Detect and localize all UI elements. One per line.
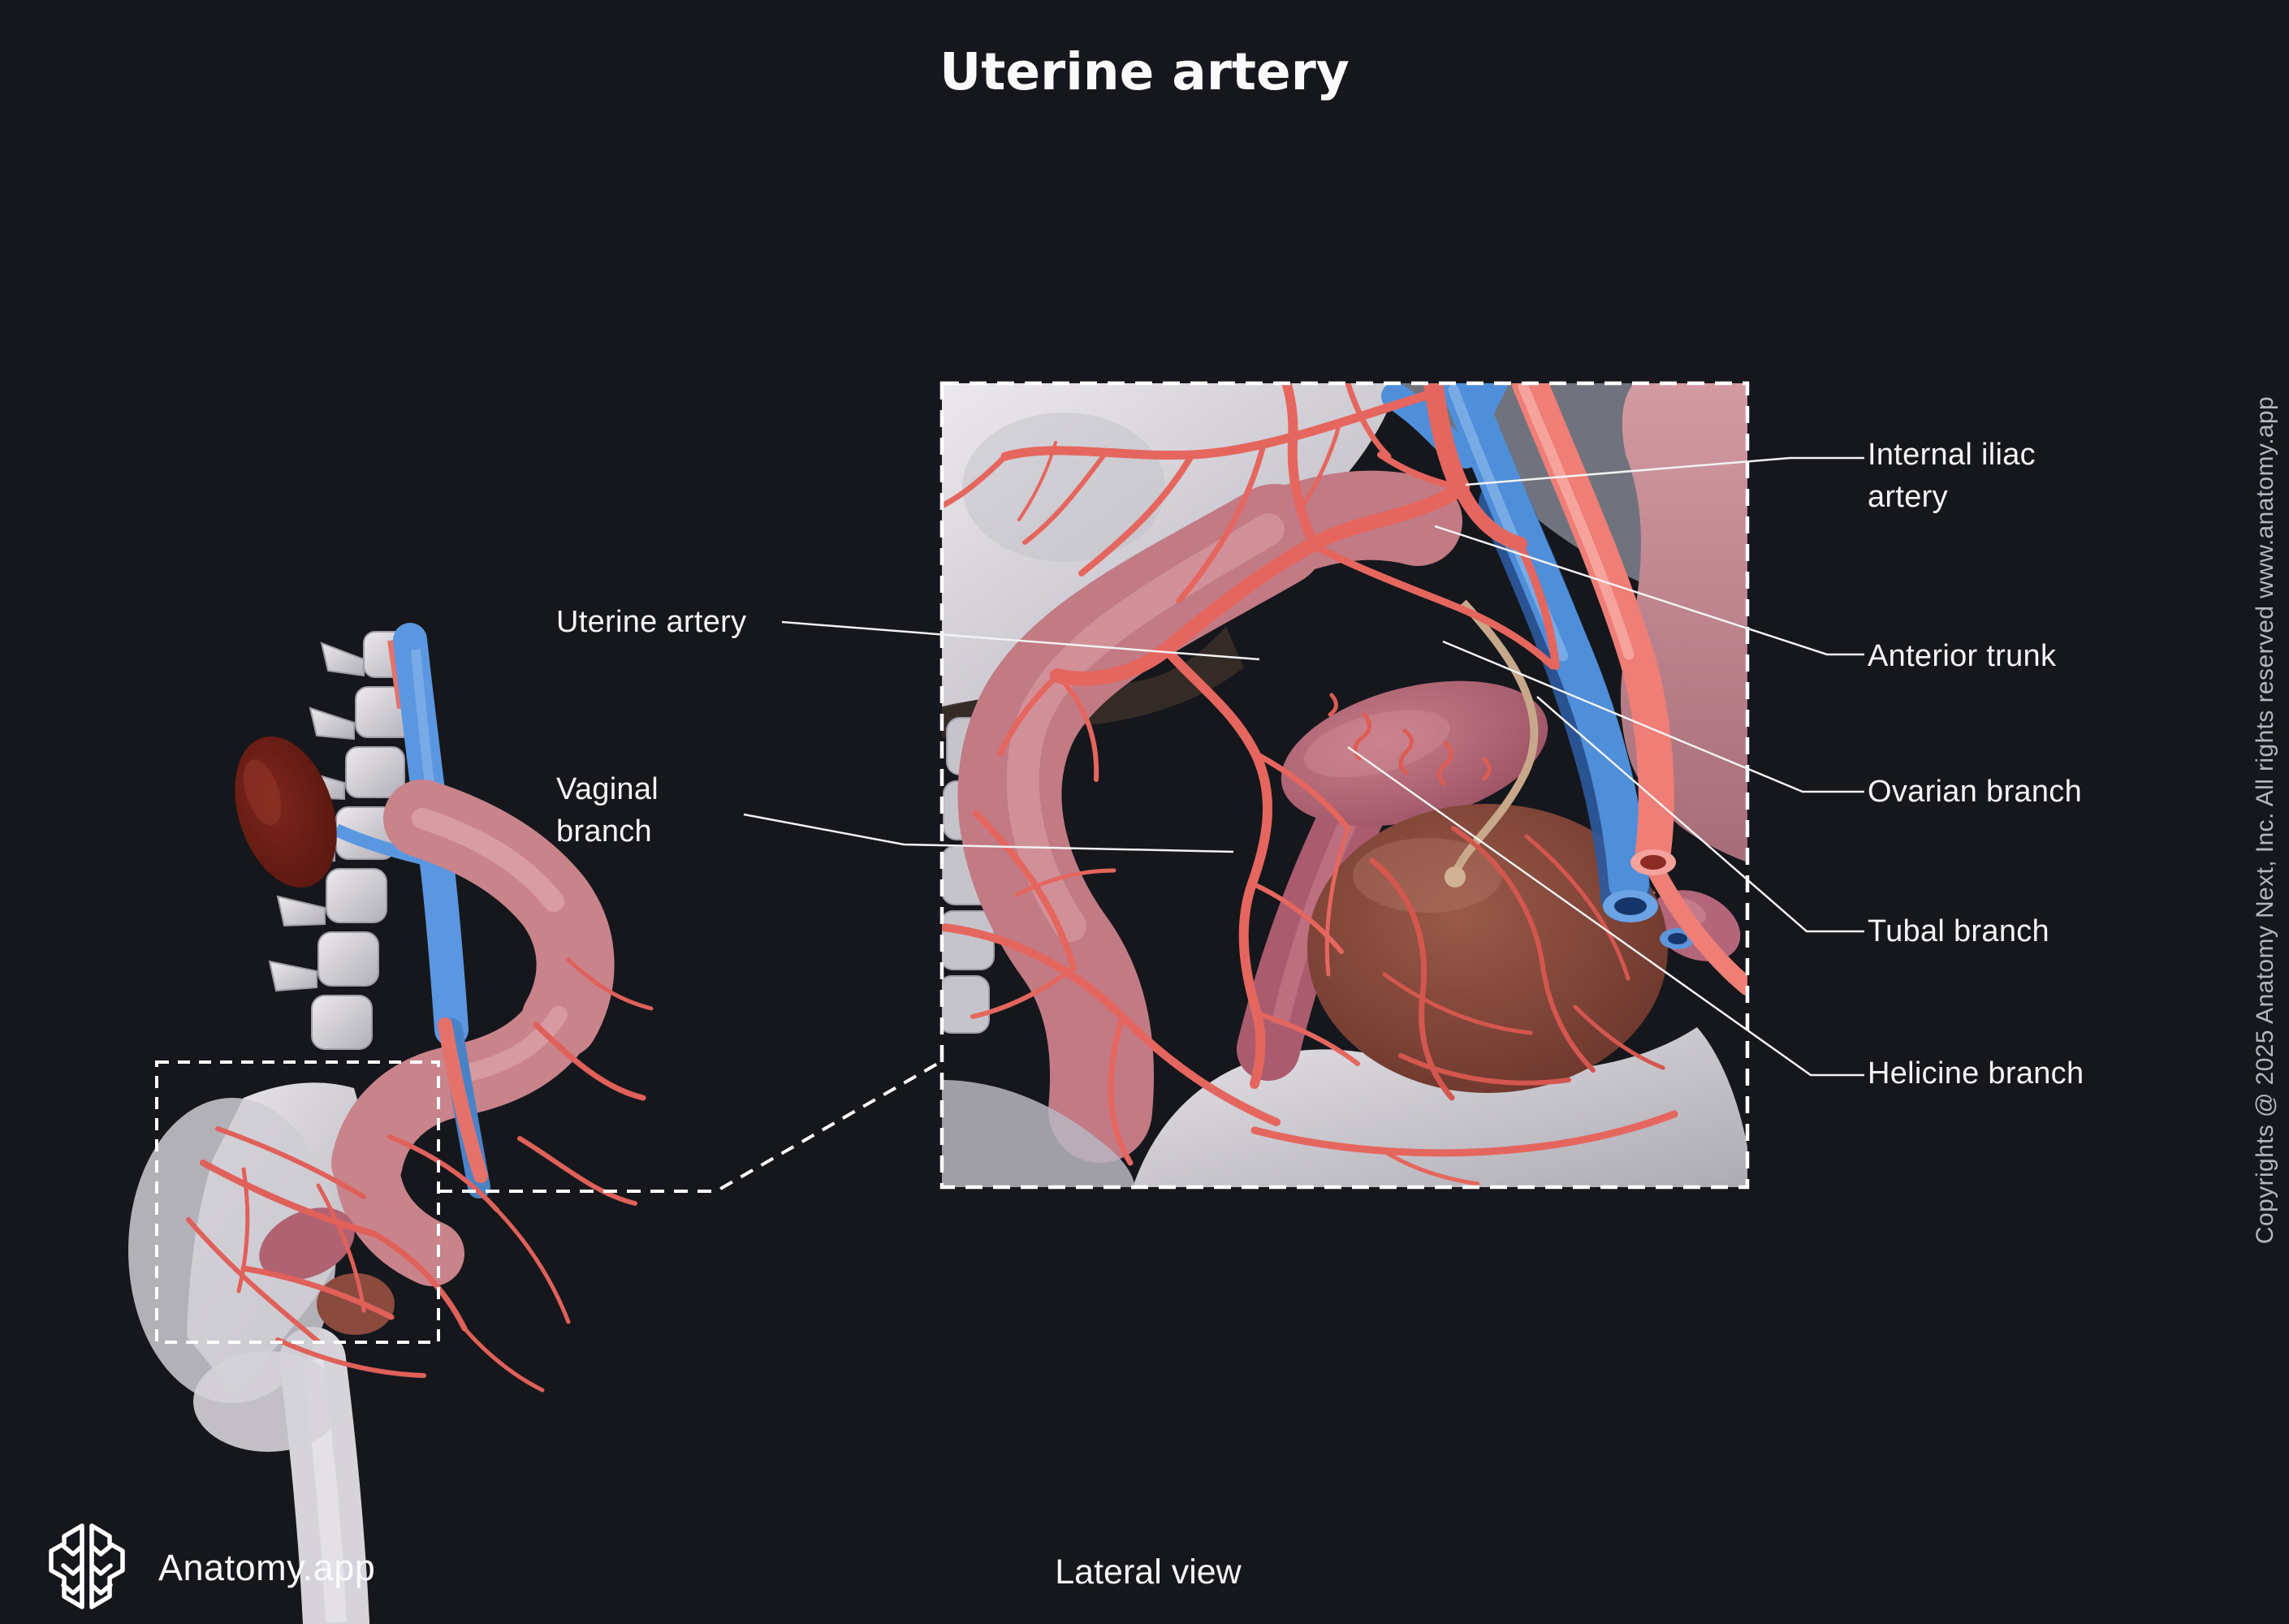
view-caption: Lateral view xyxy=(1055,1553,1242,1592)
external-iliac-artery xyxy=(1512,383,1747,996)
overview-frame xyxy=(155,1060,440,1344)
rectal-artery-net xyxy=(1369,826,1665,1101)
copyright-text: Copyrights @ 2025 Anatomy Next, Inc. All… xyxy=(2252,395,2278,1245)
leader-uterine-artery xyxy=(781,620,1260,661)
overview-figure xyxy=(128,623,654,1624)
label-helicine-branch: Helicine branch xyxy=(1868,1056,2084,1091)
artery-lumen xyxy=(1640,855,1666,870)
detail-figure xyxy=(942,383,1747,1187)
uterus xyxy=(1281,680,1548,827)
vein-lumen xyxy=(1614,897,1647,915)
rectum-overview xyxy=(317,1273,395,1335)
leader-tubal-branch xyxy=(1536,696,1864,933)
vein-lumen-small xyxy=(1668,933,1687,944)
brain-hex-icon xyxy=(49,1523,125,1609)
leader-vaginal-branch xyxy=(743,813,1234,853)
pelvic-artery-network xyxy=(186,957,654,1393)
artery-network xyxy=(942,383,1678,1186)
label-vaginal-branch: Vaginal branch xyxy=(556,772,659,849)
kidney xyxy=(235,736,337,888)
ischium-bone xyxy=(193,1351,343,1452)
brand-name: Anatomy.app xyxy=(158,1547,376,1588)
sacrum-shading xyxy=(962,412,1165,562)
leader-anterior-trunk xyxy=(1434,525,1864,656)
label-internal-iliac-artery: Internal iliac artery xyxy=(1868,438,2036,514)
rectum xyxy=(1307,804,1668,1093)
pelvic-bone xyxy=(128,1098,336,1403)
label-uterine-artery: Uterine artery xyxy=(556,605,747,639)
page-title: Uterine artery xyxy=(939,42,1350,102)
ureter-tip xyxy=(1445,866,1466,888)
leader-internal-iliac-artery xyxy=(1465,456,1864,486)
leader-helicine-branch xyxy=(1347,745,1864,1077)
connector-line xyxy=(438,1060,941,1193)
detail-frame xyxy=(939,381,1750,1190)
uterus-overview xyxy=(259,1207,355,1281)
label-ovarian-branch: Ovarian branch xyxy=(1868,775,2083,809)
iliac-artery-overview xyxy=(438,1017,488,1183)
label-anterior-trunk: Anterior trunk xyxy=(1868,639,2057,673)
leader-ovarian-branch xyxy=(1442,640,1864,793)
vagina-highlight xyxy=(1271,805,1363,1027)
ischium-detail xyxy=(942,1080,1135,1187)
label-tubal-branch: Tubal branch xyxy=(1868,914,2049,948)
leader-lines xyxy=(743,456,1864,1077)
